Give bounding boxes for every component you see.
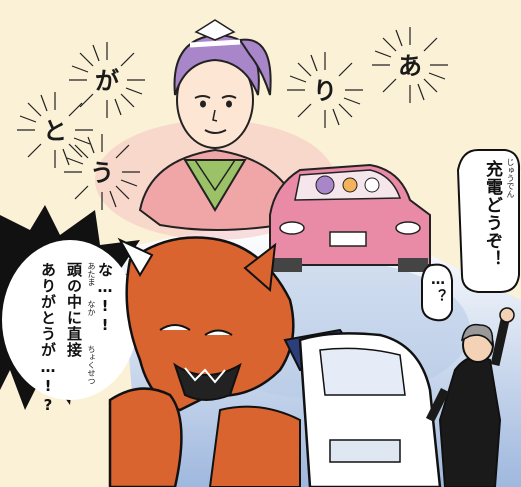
pink-car — [269, 163, 431, 272]
speech-bubble-man — [421, 263, 453, 322]
driver-line: 充電どうぞ！ — [482, 160, 502, 268]
speech-bubble-oni — [2, 240, 138, 400]
burst-char-a: あ — [398, 52, 422, 80]
burst-ga — [69, 42, 145, 118]
man-line: …？ — [430, 272, 446, 304]
princess-figure — [138, 19, 302, 231]
burst-char-ri: り — [313, 77, 337, 105]
white-car — [298, 332, 442, 487]
oni-line-2: 頭の中に直接 — [65, 262, 83, 358]
oni-figure — [108, 236, 362, 487]
burst-a — [372, 27, 448, 103]
burst-u — [64, 134, 140, 210]
burst-char-to: と — [43, 117, 67, 145]
man-figure — [425, 307, 515, 487]
oni-ruby-chokusetsu: ちょくせつ — [87, 345, 96, 385]
oni-line-3: ありがとうが…!? — [39, 262, 57, 415]
burst-char-ga: が — [95, 67, 119, 95]
speech-bubble-driver — [456, 149, 521, 293]
burst-char-u: う — [90, 159, 114, 187]
burst-ri — [287, 52, 363, 128]
driver-ruby: じゅうでん — [506, 158, 515, 198]
oni-ruby-naka: なか — [87, 300, 96, 316]
oni-line-1: な…!! — [96, 262, 114, 335]
oni-ruby-atama: あたま — [87, 262, 96, 286]
burst-to — [17, 92, 93, 168]
